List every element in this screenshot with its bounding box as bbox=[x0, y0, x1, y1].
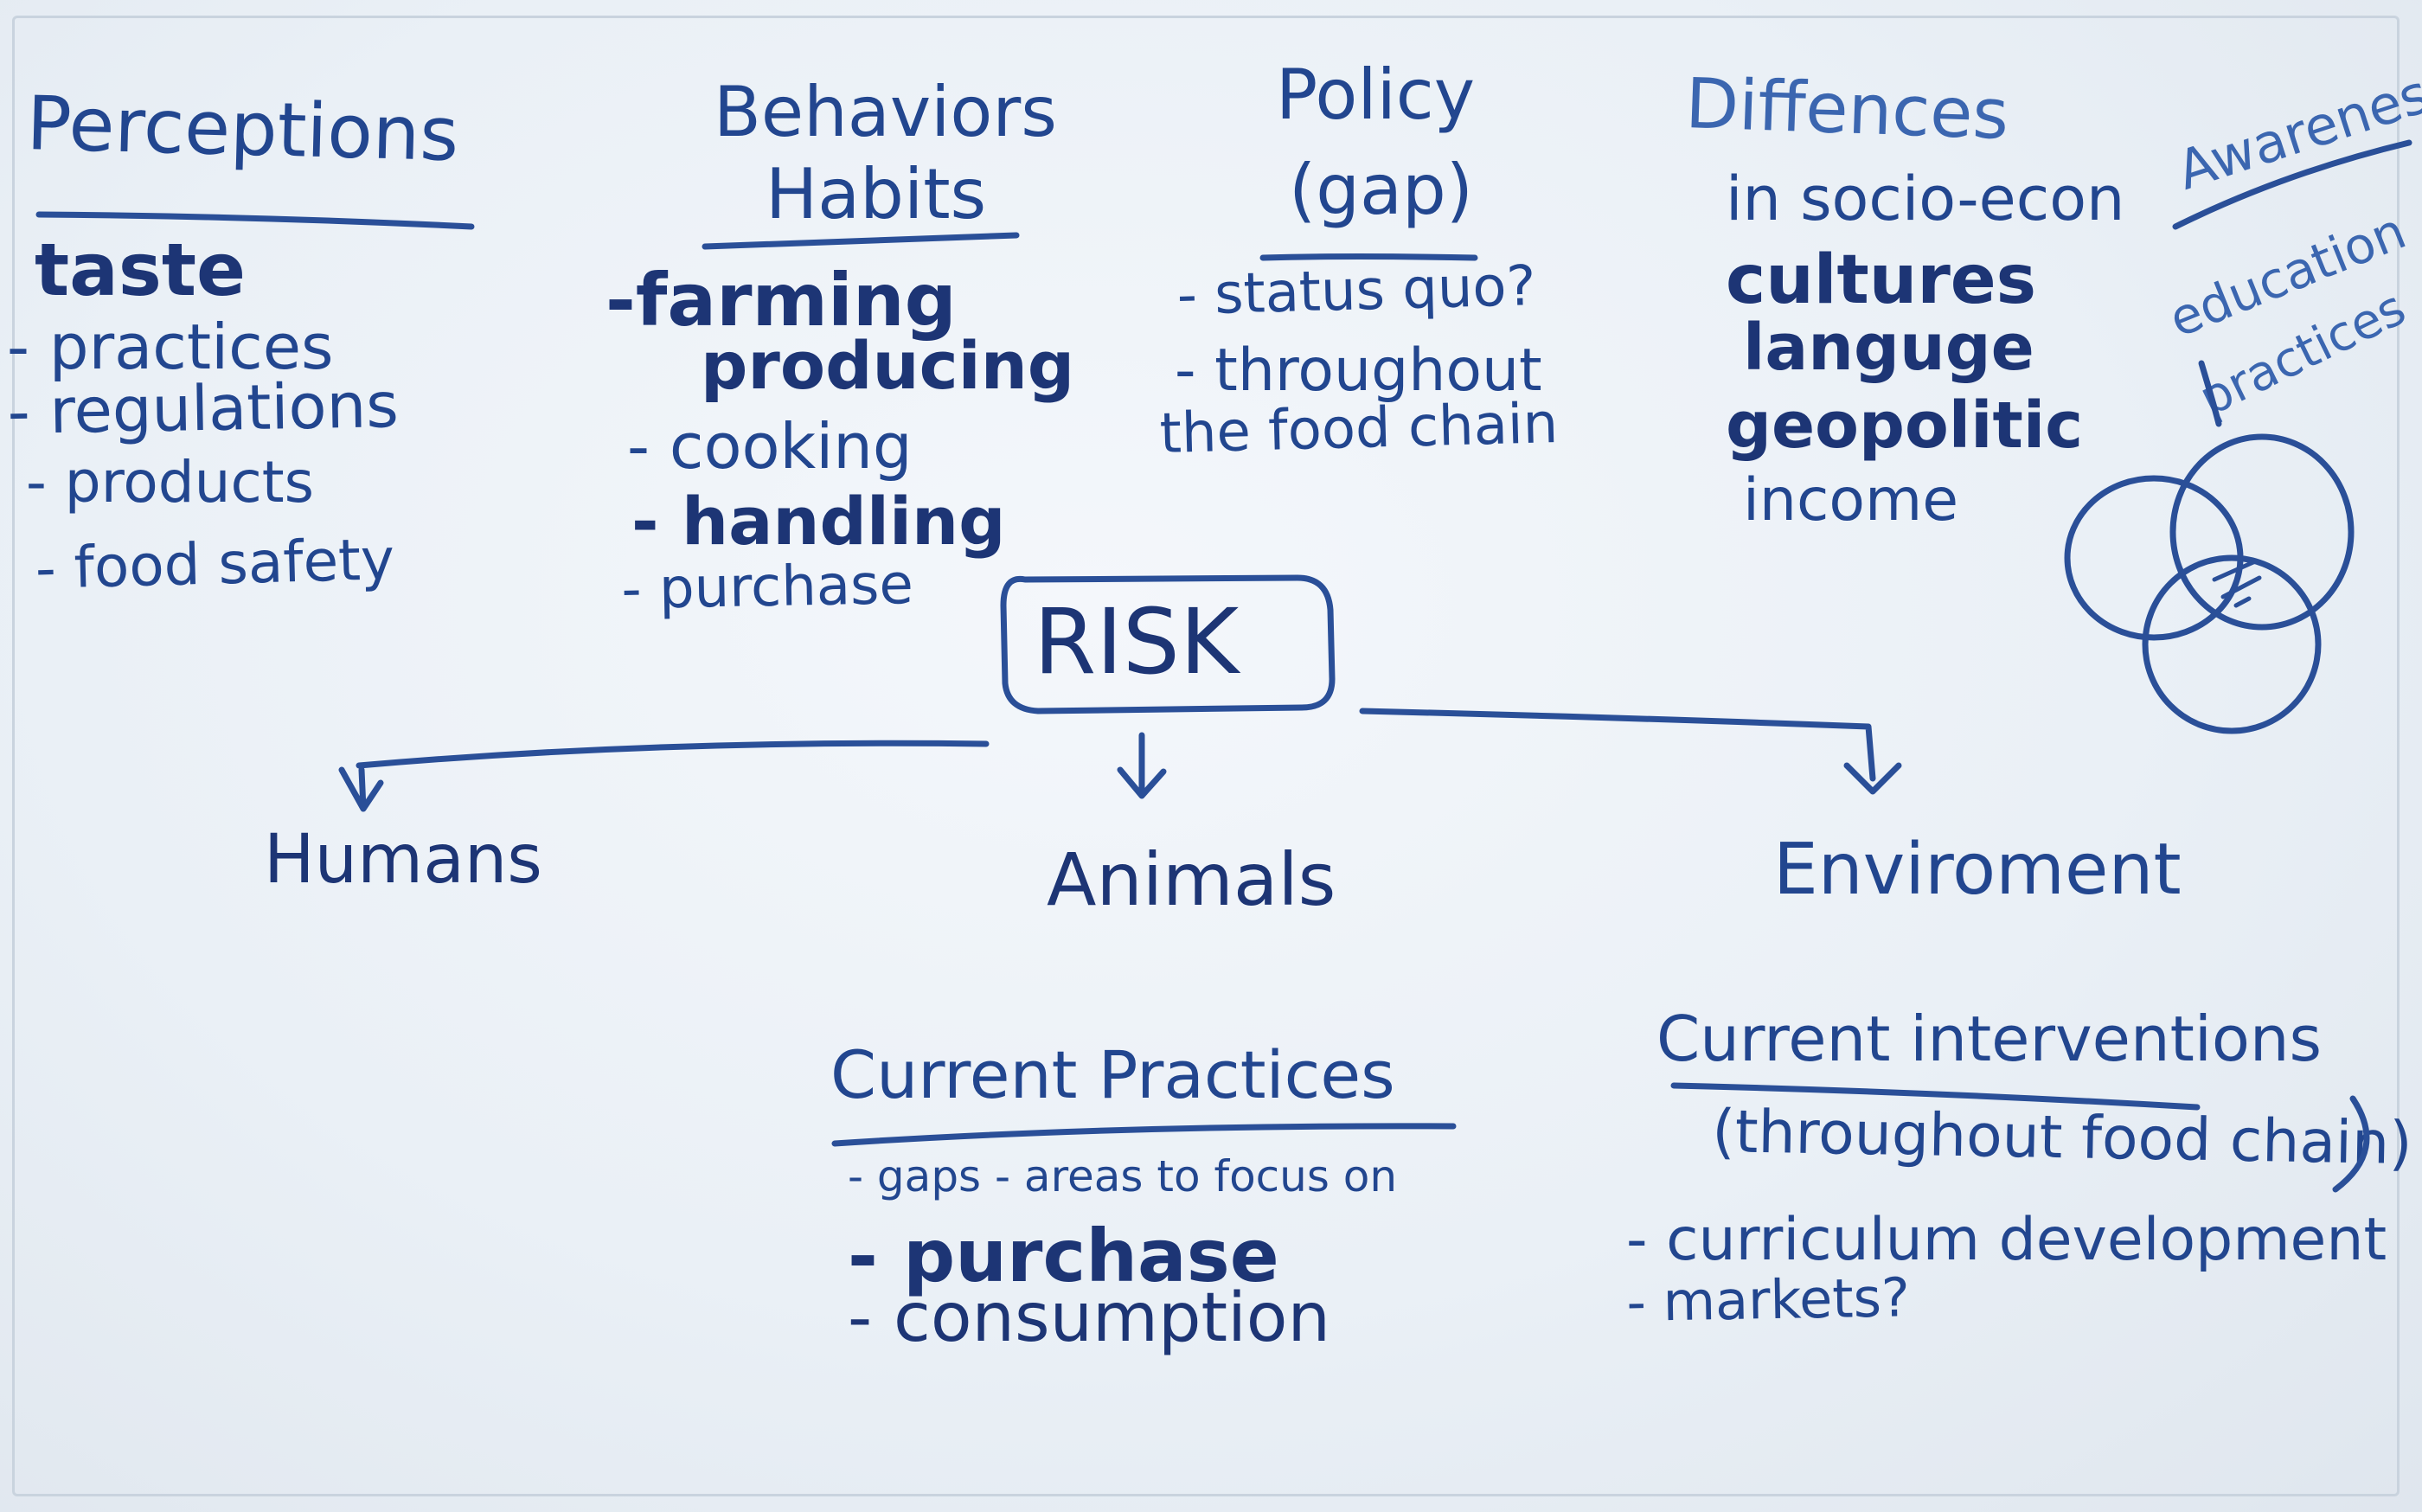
humans-arrow-line bbox=[356, 740, 990, 769]
current-practices-item: - purchase bbox=[848, 1214, 1279, 1298]
perceptions-item: - food safety bbox=[34, 526, 395, 602]
ghost-smudge-left bbox=[199, 709, 232, 813]
perceptions-underline bbox=[35, 211, 475, 230]
current-interventions-item: - curriculum development bbox=[1626, 1206, 2387, 1274]
current-practices-heading: Current Practices bbox=[830, 1036, 1395, 1113]
environment-label: Enviroment bbox=[1773, 829, 2182, 911]
awareness-heading: Awareness bbox=[2169, 53, 2422, 202]
humans-arrow-head bbox=[338, 766, 384, 812]
behaviors-item: - cooking bbox=[627, 410, 913, 483]
venn-circle bbox=[2169, 433, 2355, 631]
differences-item: geopolitic bbox=[1726, 388, 2084, 463]
differences-item: income bbox=[1743, 466, 1959, 535]
differences-subheading: in socio-econ bbox=[1726, 163, 2125, 234]
current-interventions-heading: Current interventions bbox=[1656, 1003, 2323, 1075]
policy-item: - status quo? bbox=[1176, 254, 1537, 328]
venn-circle bbox=[2142, 554, 2322, 734]
habits-heading: Habits bbox=[766, 154, 987, 234]
policy-item: - throughout bbox=[1175, 336, 1542, 405]
current-practices-item: - consumption bbox=[848, 1279, 1330, 1357]
current-interventions-subheading: (throughout food chain) bbox=[1711, 1098, 2413, 1179]
perceptions-heading: Perceptions bbox=[25, 80, 460, 179]
environment-arrow-line bbox=[1359, 708, 1876, 782]
behaviors-underline bbox=[702, 232, 1020, 250]
risk-label: RISK bbox=[1034, 589, 1240, 695]
behaviors-item: -farming bbox=[606, 258, 957, 343]
venn-circle bbox=[2064, 475, 2244, 641]
differences-heading: Diffences bbox=[1683, 63, 2010, 155]
environment-arrow-head bbox=[1843, 762, 1902, 795]
venn-hatch bbox=[2212, 560, 2262, 608]
behaviors-item: producing bbox=[701, 327, 1075, 404]
differences-item: cultures bbox=[1726, 241, 2037, 319]
policy-item: the food chain bbox=[1158, 391, 1560, 466]
differences-item: languge bbox=[1743, 311, 2034, 385]
policy-gap-heading: (gap) bbox=[1289, 150, 1474, 230]
animals-label: Animals bbox=[1047, 837, 1336, 922]
perceptions-item: - products bbox=[26, 449, 315, 516]
current-practices-underline bbox=[831, 1123, 1457, 1147]
behaviors-heading: Behaviors bbox=[714, 72, 1057, 152]
perceptions-item: taste bbox=[35, 227, 246, 312]
humans-label: Humans bbox=[264, 821, 542, 899]
behaviors-item: - purchase bbox=[620, 553, 914, 622]
current-interventions-item: - markets? bbox=[1625, 1265, 1911, 1334]
current-practices-item: - gaps - areas to focus on bbox=[848, 1151, 1398, 1201]
animals-arrow-head bbox=[1117, 766, 1167, 799]
behaviors-item: - handling bbox=[631, 483, 1006, 560]
policy-heading: Policy bbox=[1276, 54, 1476, 135]
perceptions-item: - practices bbox=[7, 311, 334, 383]
perceptions-item: - regulations bbox=[6, 368, 400, 448]
